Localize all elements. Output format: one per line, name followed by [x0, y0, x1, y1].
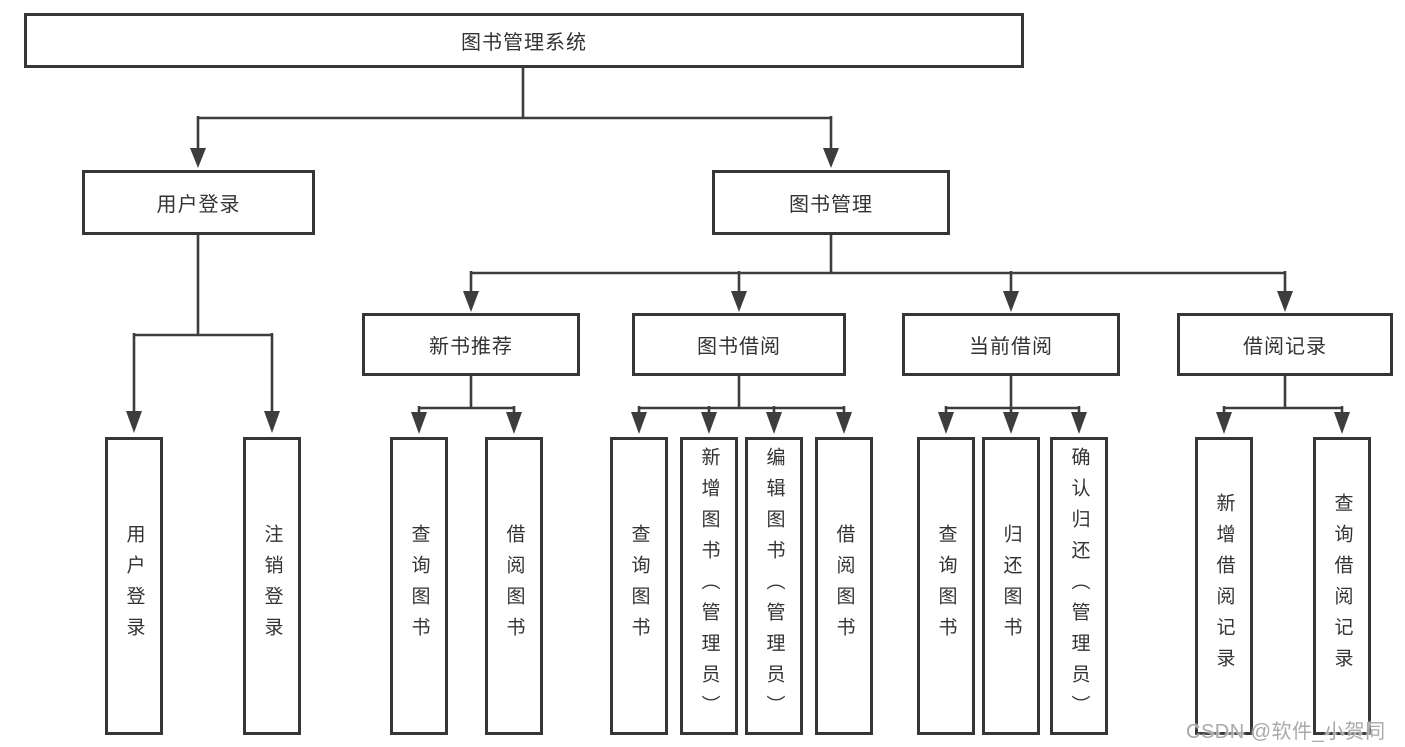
node-user-login: 用户登录	[82, 170, 315, 235]
leaf-record-add-borrow-record: 新增借阅记录	[1195, 437, 1253, 735]
connector-new-book-recommend	[411, 376, 522, 434]
leaf-current-confirm-return-admin: 确认归还（管理员）	[1050, 437, 1108, 735]
connector-book-borrow	[631, 376, 852, 434]
leaf-borrow-add-books-admin: 新增图书（管理员）	[680, 437, 738, 735]
node-book-borrow: 图书借阅	[632, 313, 846, 376]
leaf-borrow-query-books: 查询图书	[610, 437, 668, 735]
leaf-recommend-query-books: 查询图书	[390, 437, 448, 735]
node-current-borrow: 当前借阅	[902, 313, 1120, 376]
node-book-management: 图书管理	[712, 170, 950, 235]
leaf-borrow-edit-books-admin: 编辑图书（管理员）	[745, 437, 803, 735]
leaf-user-login: 用户登录	[105, 437, 163, 735]
leaf-record-query-borrow-record: 查询借阅记录	[1313, 437, 1371, 735]
connector-book-management	[463, 235, 1293, 312]
node-system-root: 图书管理系统	[24, 13, 1024, 68]
leaf-logout: 注销登录	[243, 437, 301, 735]
leaf-borrow-borrow-books: 借阅图书	[815, 437, 873, 735]
leaf-current-return-books: 归还图书	[982, 437, 1040, 735]
connector-borrow-record	[1216, 376, 1350, 434]
connector-user-login	[126, 235, 280, 433]
leaf-current-query-books: 查询图书	[917, 437, 975, 735]
connector-root	[190, 67, 839, 168]
watermark-text: CSDN @软件_小贺同学	[1186, 721, 1386, 743]
leaf-recommend-borrow-books: 借阅图书	[485, 437, 543, 735]
connector-current-borrow	[938, 376, 1087, 434]
node-new-book-recommend: 新书推荐	[362, 313, 580, 376]
node-borrow-record: 借阅记录	[1177, 313, 1393, 376]
